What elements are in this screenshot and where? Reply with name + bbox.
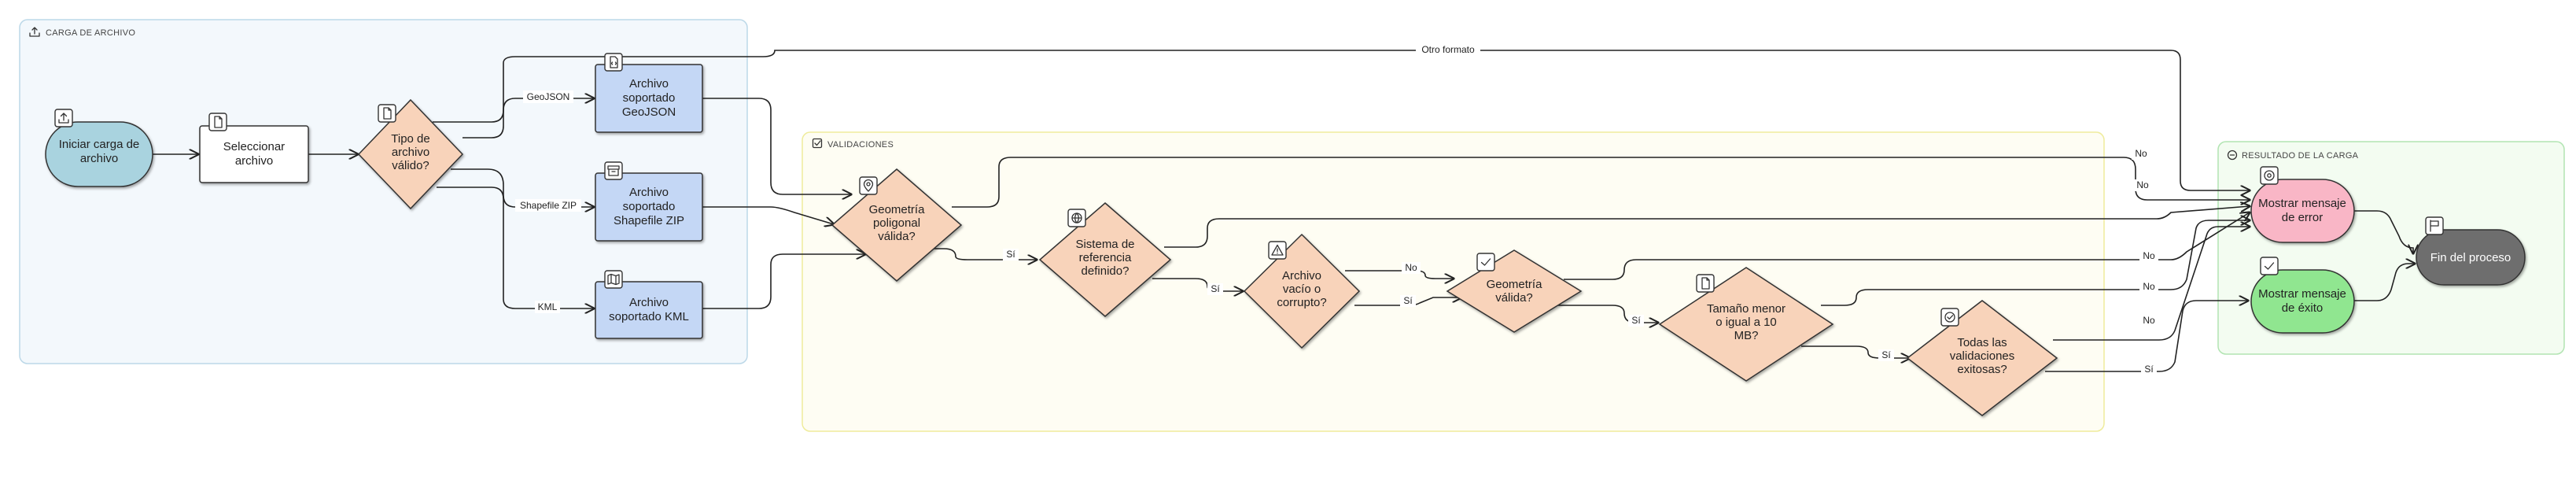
edge-success-end: [2354, 264, 2415, 301]
edge-type-error-otherformat: [433, 50, 2250, 190]
edge-label-kml: KML: [538, 301, 558, 312]
edge-label-shapefile: Shapefile ZIP: [520, 200, 577, 211]
edge-polygon-error: [952, 157, 2250, 208]
edge-kml-polygon: [702, 254, 865, 309]
edge-allvalid-error: [2053, 227, 2250, 341]
edge-label-allvalid-si: Sí: [2144, 364, 2154, 375]
flag-icon: [2425, 216, 2444, 235]
checkbox-icon: [812, 138, 823, 149]
edges: [153, 50, 2415, 372]
edge-label-empty-no: No: [1405, 262, 1417, 273]
edge-type-shapefile: [451, 168, 594, 207]
edge-label-size-si: Sí: [1881, 349, 1891, 360]
edge-label-geomvalid-si: Sí: [1631, 315, 1641, 326]
edge-allvalid-success: [2045, 301, 2248, 372]
alert-icon: [1268, 241, 1287, 260]
edge-geojson-polygon: [702, 98, 851, 194]
check-icon: [1476, 253, 1495, 272]
edge-crs-error: [1164, 206, 2250, 248]
check-icon: [2260, 257, 2279, 275]
x-circle-icon: [2260, 166, 2279, 185]
edge-geomvalid-error: [1564, 212, 2250, 280]
edge-label-other-format: Otro formato: [1421, 44, 1475, 55]
file-code-icon: [604, 53, 623, 72]
edge-shapefile-polygon: [702, 206, 834, 224]
edge-label-empty-si: Sí: [1403, 295, 1413, 306]
svg-text:Fin del proceso: Fin del proceso: [2430, 251, 2512, 264]
check-circle-icon: [1940, 308, 1959, 327]
group-upload: CARGA DE ARCHIVO: [19, 19, 748, 364]
edge-label-crs-no: No: [2136, 179, 2149, 190]
edge-label-polygon-si: Sí: [1006, 249, 1015, 260]
edge-type-geojson: [463, 98, 594, 139]
edge-polygon-crs: [912, 248, 1037, 260]
edge-type-kml: [437, 187, 594, 308]
edge-labels: GeoJSON Shapefile ZIP KML Otro formato S…: [515, 43, 2158, 375]
group-title-upload: CARGA DE ARCHIVO: [46, 28, 135, 38]
edge-size-allvalid: [1801, 345, 1910, 358]
group-validations: VALIDACIONES: [802, 131, 2105, 432]
file-icon: [378, 104, 396, 123]
edge-error-end: [2354, 210, 2413, 253]
map-pin-icon: [859, 176, 878, 195]
edge-label-allvalid-no: No: [2143, 315, 2155, 326]
file-icon: [1696, 274, 1715, 293]
node-end: Fin del proceso: [2416, 229, 2526, 286]
upload-icon: [54, 109, 73, 127]
group-title-validations: VALIDACIONES: [827, 140, 894, 150]
group-title-result: RESULTADO DE LA CARGA: [2242, 151, 2359, 161]
edge-label-polygon-no: No: [2135, 148, 2147, 159]
map-icon: [604, 270, 623, 289]
edge-label-geomvalid-no: No: [2143, 250, 2155, 261]
file-icon: [208, 113, 227, 131]
globe-icon: [1067, 209, 1086, 227]
result-icon: [2227, 150, 2238, 161]
archive-icon: [604, 161, 623, 180]
edge-size-error: [1821, 220, 2250, 306]
edge-label-geojson: GeoJSON: [527, 91, 570, 102]
edge-label-crs-si: Sí: [1211, 283, 1220, 294]
edge-label-size-no: No: [2143, 281, 2155, 292]
upload-icon: [29, 27, 40, 37]
